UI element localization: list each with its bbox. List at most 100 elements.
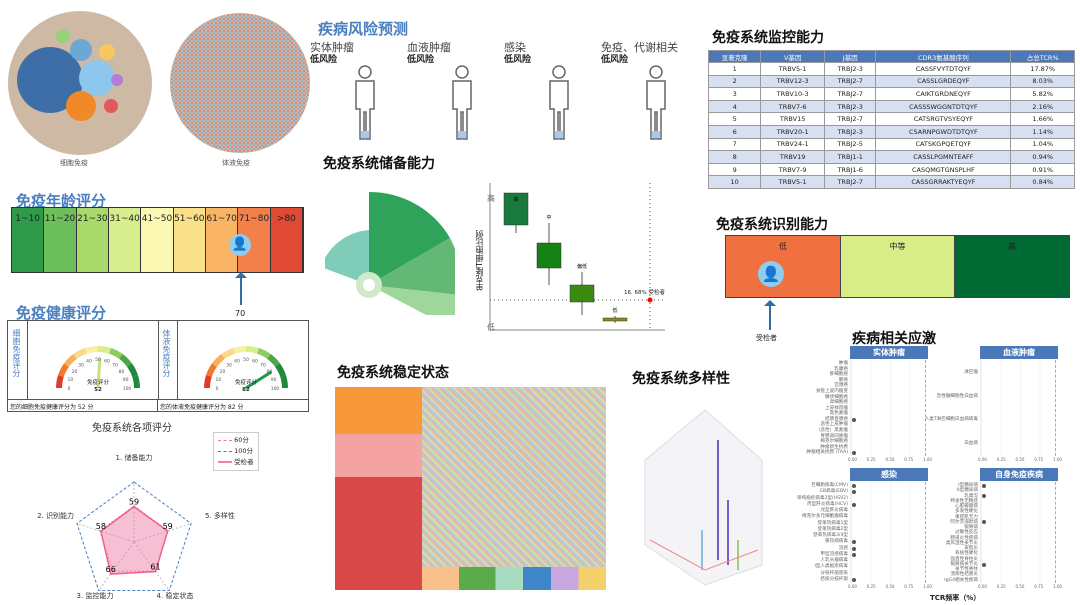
- disease-item-label: I型人类疱疹病毒: [814, 564, 848, 570]
- disease-item-label: 强直性脊柱炎: [950, 556, 978, 562]
- risk-level: 低风险: [601, 55, 629, 65]
- disease-item-label: 心脏瓣膜病: [955, 504, 978, 510]
- disease-item-label: 人乳头瘤病毒: [820, 558, 848, 564]
- box-label: 高: [513, 196, 518, 203]
- risk-level: 低风险: [310, 55, 338, 65]
- table-cell: CASSFVYTDTQYF: [875, 62, 1012, 76]
- gauge-segment: [221, 348, 235, 359]
- x-tick: 0.50: [1015, 584, 1025, 589]
- gauge-segment: [280, 375, 288, 388]
- x-tick: 0.25: [866, 584, 876, 589]
- humoral-summary: 您的体液免疫健康评分为 82 分: [160, 404, 244, 411]
- data-point: [852, 451, 856, 456]
- diversity-title: 免疫系统多样性: [632, 371, 730, 387]
- table-cell: CASQMGTGNSPLHF: [875, 162, 1012, 177]
- table-cell: TRBJ2-7: [824, 87, 877, 101]
- table-cell: 7: [707, 137, 762, 152]
- arrow-head-icon: [764, 300, 776, 306]
- threshold-line: [1055, 360, 1056, 456]
- disease-item-label: 肾细胞癌: [829, 400, 848, 406]
- age-bin: 61~70: [205, 208, 239, 272]
- treemap-block: [335, 434, 422, 477]
- table-cell: 4: [707, 99, 762, 114]
- gauge-tick: 100: [271, 386, 280, 392]
- table-cell: 9: [707, 162, 762, 177]
- x-tick: 0.75: [1034, 457, 1044, 462]
- disease-item-label: 淋巴瘤: [964, 369, 978, 375]
- gauge-tick: 30: [226, 363, 232, 369]
- age-bin: 41~50: [141, 208, 174, 272]
- disease-item-label: 溃疡性结肠炎: [950, 572, 978, 578]
- level-low: 低: [726, 236, 841, 297]
- risk-level: 低风险: [407, 55, 435, 65]
- table-cell: TRBV7-6: [760, 99, 826, 114]
- gauge-tick: 20: [72, 369, 78, 375]
- gauge-tick: 90: [123, 377, 129, 383]
- cell-score: 52: [94, 387, 102, 393]
- radar-value: 61: [150, 563, 160, 572]
- x-tick: 1.00: [923, 584, 932, 589]
- age-bin: 21~30: [76, 208, 109, 272]
- disease-item-label: 分枝杆菌感染: [820, 570, 848, 576]
- box: [569, 284, 595, 303]
- reserve-title: 免疫系统储备能力: [323, 156, 435, 172]
- gauge-tick: 10: [216, 377, 222, 383]
- table-cell: TRBJ2-3: [824, 99, 877, 114]
- x-tick: 0.50: [885, 584, 895, 589]
- x-tick: 0.00: [978, 584, 987, 589]
- disease-item-label: 类风湿性关节炎: [945, 540, 978, 546]
- data-point: [982, 520, 986, 525]
- gauge-segment: [85, 346, 98, 354]
- gauge-tick: 80: [119, 369, 125, 375]
- table-cell: 2.16%: [1010, 99, 1075, 114]
- disease-item-label: 乳腺癌: [834, 366, 848, 372]
- table-cell: 0.91%: [1010, 162, 1075, 177]
- risk-category: 免疫、代谢相关: [601, 41, 678, 54]
- disease-item-label: 食管上皮内瘤变: [815, 388, 848, 394]
- table-header: CDR3氨基酸序列: [875, 50, 1012, 63]
- table-cell: TRBV10-3: [760, 87, 826, 101]
- data-point: [852, 502, 856, 507]
- box-label: 中: [546, 214, 551, 221]
- risk-level: 低风险: [504, 55, 532, 65]
- gauge-tick: 50: [95, 357, 101, 363]
- disease-item-label: 急性髓细胞性白血病: [936, 393, 978, 399]
- gauge-segment: [73, 348, 87, 359]
- table-cell: TRBJ2-7: [824, 175, 877, 189]
- table-cell: TRBJ1-1: [824, 150, 877, 164]
- age-value: 70: [235, 309, 246, 318]
- gauge-tick: 70: [260, 363, 266, 369]
- y-high: 高: [487, 194, 495, 203]
- age-bin: 31~40: [108, 208, 142, 272]
- disease-item-label: 白血病: [964, 441, 978, 447]
- age-bin: 11~20: [44, 208, 77, 272]
- disease-item-label: 上皮样肉瘤: [825, 405, 848, 411]
- gauge-tick: 70: [112, 363, 118, 369]
- box: [536, 242, 562, 269]
- treemap-block: [422, 567, 606, 590]
- table-cell: CASSSWGGNTDTQYF: [875, 99, 1012, 114]
- gauge-tick: 80: [267, 369, 273, 375]
- gauge-segment: [206, 363, 217, 377]
- x-tick: 0.25: [866, 457, 876, 462]
- humoral-side-label: 体液免疫评分: [158, 321, 178, 399]
- monitor-title: 免疫系统监控能力: [712, 30, 824, 46]
- table-cell: CASSLPGMNTEAFF: [875, 150, 1012, 164]
- table-cell: CASSLGRDEQYF: [875, 74, 1012, 89]
- radar-legend: 60分 100分 受检者: [213, 432, 259, 471]
- x-tick: 0.00: [978, 457, 987, 462]
- recognition-scale: 低 中等 高: [725, 235, 1070, 298]
- disease-item-label: 登革热病毒1型: [817, 520, 849, 526]
- gauge-tick: 30: [78, 363, 84, 369]
- gauge-segment: [58, 363, 69, 377]
- table-cell: 1.04%: [1010, 137, 1075, 152]
- stability-treemap: [335, 387, 606, 590]
- gauge-segment: [212, 354, 225, 367]
